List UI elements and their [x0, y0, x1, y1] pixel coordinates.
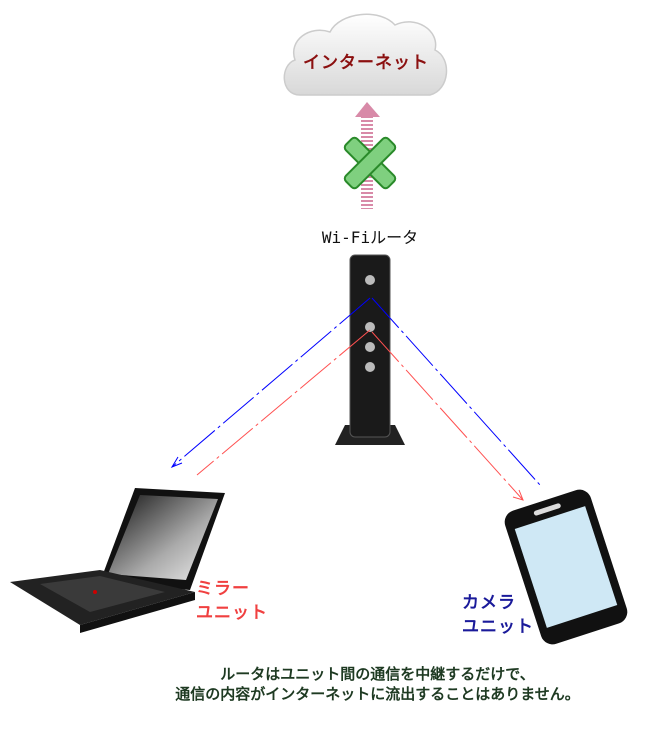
internet-label: インターネット	[303, 53, 429, 73]
blue-link-mirror	[171, 297, 371, 468]
router-label: Wi-Fiルータ	[321, 228, 419, 247]
red-link-camera	[371, 331, 524, 501]
wifi-router-icon	[335, 254, 405, 445]
blue-link-camera	[371, 297, 541, 486]
note-line2: 通信の内容がインターネットに流出することはありません。	[175, 685, 580, 703]
blocked-x-icon	[343, 136, 397, 190]
laptop-icon	[10, 488, 225, 633]
camera-unit-label-line2: ユニット	[462, 617, 534, 637]
smartphone-icon	[504, 489, 628, 645]
red-link-mirror	[196, 329, 371, 476]
note-line1: ルータはユニット間の通信を中継するだけで、	[220, 665, 535, 683]
internet-cloud-icon	[283, 13, 448, 96]
connection-lines	[170, 297, 541, 501]
mirror-unit-label-line2: ユニット	[196, 603, 268, 623]
camera-unit-label-line1: カメラ	[462, 593, 516, 613]
explanation-note: ルータはユニット間の通信を中継するだけで、 通信の内容がインターネットに流出する…	[100, 664, 655, 704]
mirror-unit-label-line1: ミラー	[196, 579, 250, 599]
